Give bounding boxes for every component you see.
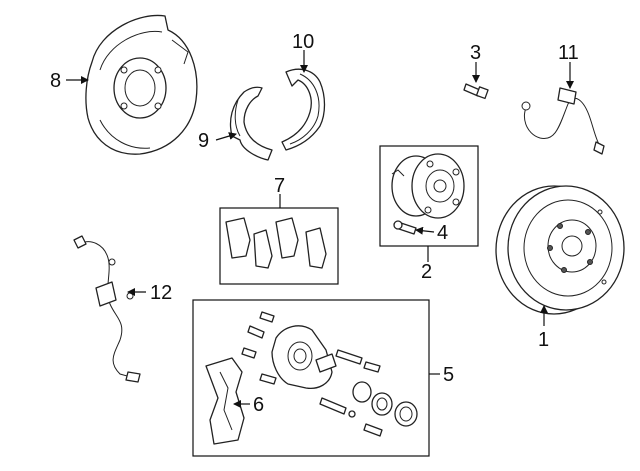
callout-11: 11 — [558, 42, 579, 64]
callout-8: 8 — [50, 70, 61, 92]
callout-7: 7 — [274, 175, 285, 197]
callout-10: 10 — [292, 31, 314, 53]
caliper-bracket-part[interactable] — [205, 357, 245, 445]
callout-1: 1 — [538, 329, 549, 351]
callout-3: 3 — [470, 42, 481, 64]
caliper-small-parts[interactable] — [241, 311, 418, 437]
hub-bearing-part[interactable] — [391, 153, 465, 219]
callout-9: 9 — [198, 130, 209, 152]
callout-4: 4 — [437, 222, 448, 244]
hub-bolt-part[interactable] — [393, 220, 417, 235]
callout-5: 5 — [443, 364, 454, 386]
callout-6: 6 — [253, 394, 264, 416]
speed-sensor-wire-part[interactable] — [73, 235, 141, 383]
caliper-kit-box — [192, 299, 430, 457]
brake-shoe-right-part[interactable] — [281, 68, 326, 151]
hub-assembly-box — [379, 145, 479, 247]
dust-shield-part[interactable] — [85, 14, 198, 155]
leader-lines — [66, 50, 574, 408]
brake-rotor-part[interactable] — [495, 185, 625, 315]
callout-12: 12 — [150, 282, 172, 304]
bolt-part[interactable] — [463, 83, 489, 100]
brake-hose-part[interactable] — [521, 87, 605, 155]
brake-pads-part[interactable] — [225, 217, 327, 269]
caliper-part[interactable] — [271, 325, 337, 390]
callout-2: 2 — [421, 261, 432, 283]
brake-pads-box — [219, 207, 339, 285]
brake-shoe-left-part[interactable] — [229, 86, 273, 161]
